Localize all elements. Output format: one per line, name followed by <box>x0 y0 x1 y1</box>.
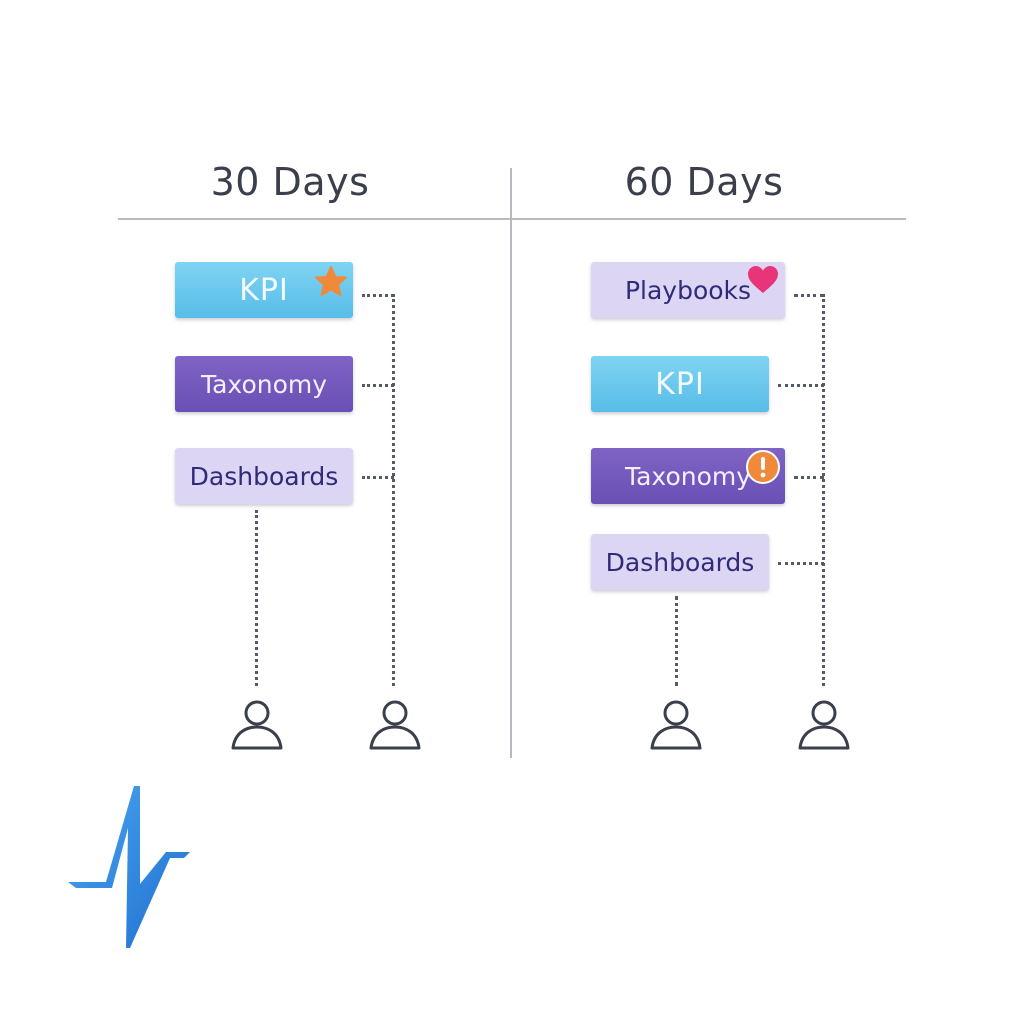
pulse-logo-icon <box>68 786 190 948</box>
connector-dots <box>822 294 825 686</box>
item-label: Dashboards <box>605 547 755 577</box>
connector-dots <box>362 384 394 387</box>
connector-dots <box>392 294 395 686</box>
person-icon <box>369 700 421 750</box>
connector-dots <box>362 476 394 479</box>
item-taxonomy[interactable]: Taxonomy <box>591 448 785 504</box>
item-dashboards[interactable]: Dashboards <box>591 534 769 590</box>
item-label: Dashboards <box>189 461 339 491</box>
header-divider-left <box>118 218 510 220</box>
connector-dots <box>255 510 258 686</box>
heart-icon <box>748 266 778 293</box>
alert-icon <box>746 450 780 484</box>
connector-dots <box>778 562 824 565</box>
column-divider <box>510 168 512 758</box>
item-dashboards[interactable]: Dashboards <box>175 448 353 504</box>
connector-dots <box>362 294 394 297</box>
item-label: Taxonomy <box>200 369 328 399</box>
header-divider-right <box>512 218 906 220</box>
item-kpi[interactable]: KPI <box>591 356 769 412</box>
column-heading-30-days: 30 Days <box>210 160 370 204</box>
column-heading-60-days: 60 Days <box>624 160 784 204</box>
person-icon <box>231 700 283 750</box>
item-label: KPI <box>655 366 705 402</box>
connector-dots <box>778 384 824 387</box>
item-label: Taxonomy <box>624 461 752 491</box>
connector-dots <box>675 596 678 686</box>
item-label: KPI <box>239 272 289 308</box>
connector-dots <box>794 476 824 479</box>
item-label: Playbooks <box>624 275 752 305</box>
person-icon <box>798 700 850 750</box>
star-icon <box>315 266 347 296</box>
connector-dots <box>794 294 824 297</box>
item-playbooks[interactable]: Playbooks <box>591 262 785 318</box>
item-taxonomy[interactable]: Taxonomy <box>175 356 353 412</box>
person-icon <box>650 700 702 750</box>
